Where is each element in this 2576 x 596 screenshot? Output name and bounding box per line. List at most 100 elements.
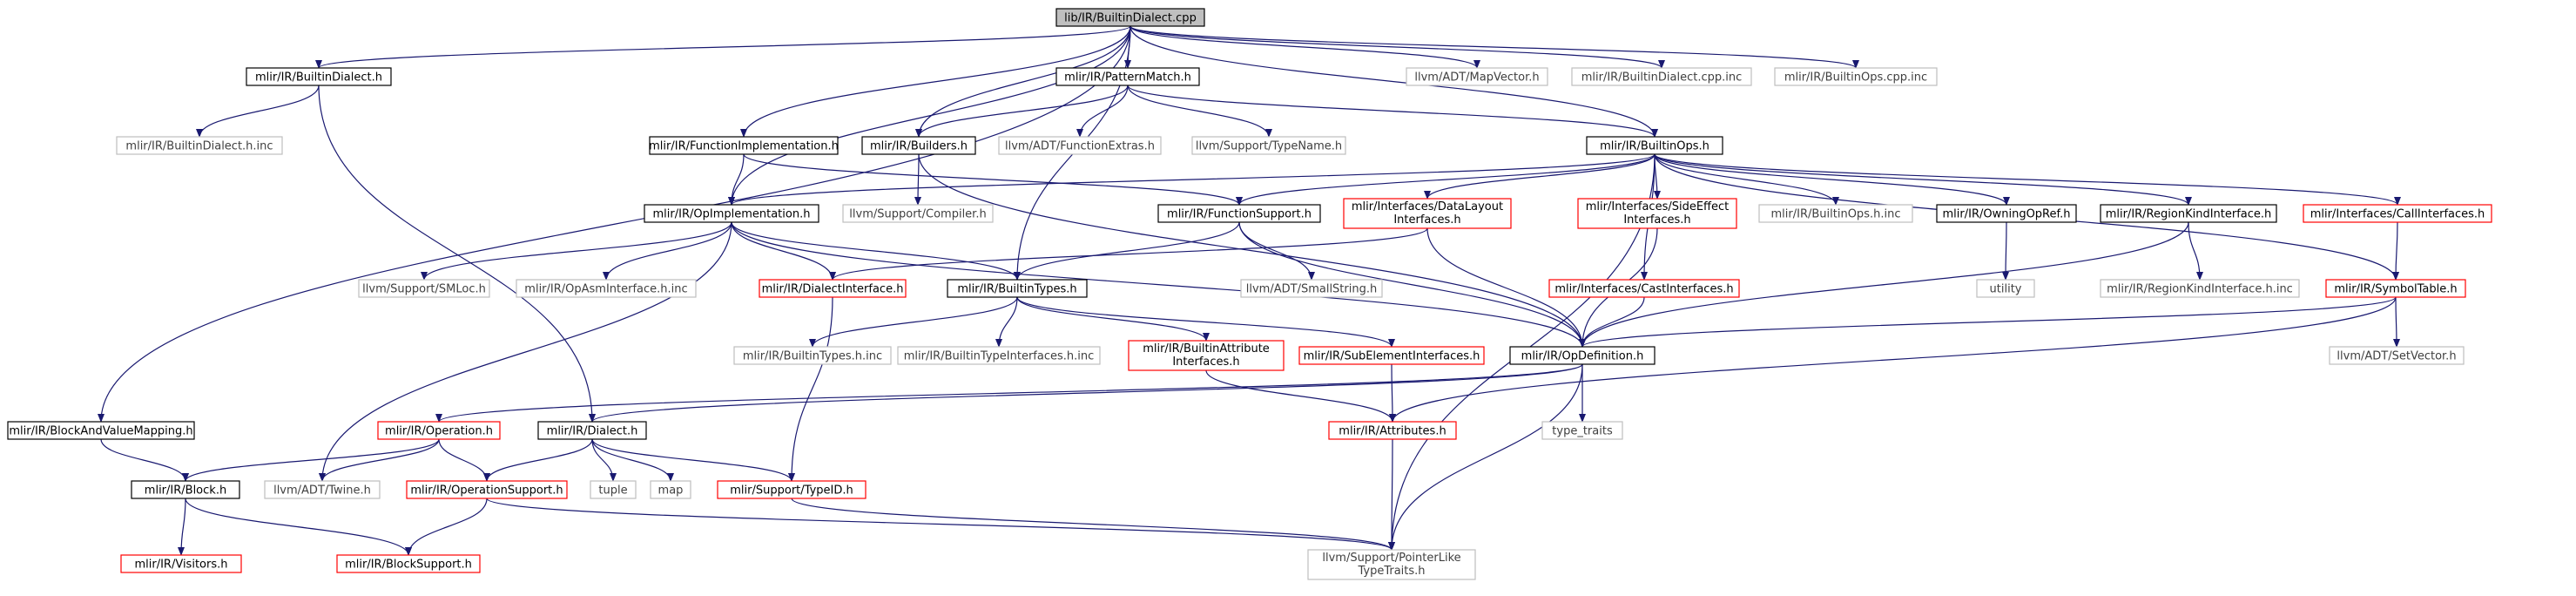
node-label: map (658, 484, 684, 498)
edge-operation_h-to-twine_h (319, 438, 440, 482)
node-label: mlir/IR/FunctionImplementation.h (649, 140, 839, 153)
node-regionkindinterface-h-inc: mlir/IR/RegionKindInterface.h.inc (2100, 279, 2300, 298)
node-operationsupport-h[interactable]: mlir/IR/OperationSupport.h (406, 480, 568, 499)
node-type-traits: type_traits (1541, 421, 1623, 440)
node-label: mlir/IR/BuiltinOps.h.inc (1771, 208, 1901, 221)
edge-builtindialect_h-to-builtindialect_h_inc (196, 85, 320, 138)
node-box (1307, 549, 1476, 580)
node-label: lib/IR/BuiltinDialect.cpp (1064, 12, 1197, 25)
node-mapvector-h: llvm/ADT/MapVector.h (1406, 67, 1548, 86)
node-builtinops-cpp-inc: mlir/IR/BuiltinOps.cpp.inc (1774, 67, 1938, 86)
node-box (516, 279, 697, 298)
node-box (1509, 346, 1656, 365)
node-label: llvm/ADT/SmallString.h (1246, 283, 1377, 296)
node-visitors-h[interactable]: mlir/IR/Visitors.h (120, 554, 242, 573)
node-box (733, 346, 892, 365)
node-label: mlir/IR/FunctionSupport.h (1167, 208, 1312, 221)
edge-operationsupport_h-to-blocksupport_h (405, 498, 488, 556)
node-opdefinition-h[interactable]: mlir/IR/OpDefinition.h (1509, 346, 1656, 365)
node-box (1976, 279, 2035, 298)
node-map: map (650, 480, 691, 499)
node-label: llvm/ADT/Twine.h (273, 484, 371, 498)
node-functionsupport-h[interactable]: mlir/IR/FunctionSupport.h (1157, 204, 1321, 223)
node-label: mlir/IR/BuiltinDialect.cpp.inc (1581, 71, 1743, 85)
node-opasminterface-h-inc: mlir/IR/OpAsmInterface.h.inc (516, 279, 697, 298)
node-box (2100, 279, 2300, 298)
node-typeid-h[interactable]: mlir/Support/TypeID.h (717, 480, 867, 499)
node-box (131, 480, 240, 499)
node-box (1774, 67, 1938, 86)
node-label: mlir/Interfaces/CallInterfaces.h (2310, 208, 2485, 221)
edge-block_h-to-blocksupport_h (185, 498, 412, 556)
node-dialectinterface-h[interactable]: mlir/IR/DialectInterface.h (759, 279, 907, 298)
edge-opimplementation_h-to-twine_h (319, 221, 732, 482)
node-builtindialect-h[interactable]: mlir/IR/BuiltinDialect.h (246, 67, 392, 86)
node-functionimplementation-h[interactable]: mlir/IR/FunctionImplementation.h (649, 136, 839, 155)
node-label: mlir/IR/BuiltinTypes.h.inc (743, 350, 882, 363)
node-label: mlir/IR/Block.h (145, 484, 226, 498)
node-label: mlir/IR/Builders.h (870, 140, 968, 153)
node-symboltable-h[interactable]: mlir/IR/SymbolTable.h (2325, 279, 2466, 298)
edge-attributes_h-to-pointerliketypetraits_h (1388, 438, 1396, 551)
node-box (1343, 198, 1512, 229)
node-builtintypeinterfaces-h-inc: mlir/IR/BuiltinTypeInterfaces.h.inc (897, 346, 1101, 365)
node-label: mlir/IR/BlockAndValueMapping.h (9, 425, 192, 438)
node-label: mlir/Interfaces/DataLayout (1352, 200, 1503, 213)
edge-builtintypes_h-to-subelementinterfaces_h (1016, 296, 1395, 348)
edge-opdefinition_h-to-dialect_h (589, 363, 1583, 423)
node-setvector-h: llvm/ADT/SetVector.h (2329, 346, 2465, 365)
node-builtintypes-h[interactable]: mlir/IR/BuiltinTypes.h (947, 279, 1088, 298)
node-builders-h[interactable]: mlir/IR/Builders.h (861, 136, 976, 155)
node-label: mlir/IR/Attributes.h (1339, 425, 1446, 438)
edge-root-to-functionimplementation_h (740, 25, 1131, 138)
node-utility: utility (1976, 279, 2035, 298)
node-label: llvm/Support/SMLoc.h (362, 283, 486, 296)
edge-root-to-builtinops_cpp_inc (1130, 25, 1859, 69)
edge-datalayoutinterfaces_h-to-opdefinition_h (1426, 227, 1586, 348)
node-box (1936, 204, 2077, 223)
edge-dialect_h-to-operationsupport_h (483, 438, 593, 482)
edge-root-to-builtinops_h (1130, 25, 1658, 138)
node-dialect-h[interactable]: mlir/IR/Dialect.h (537, 421, 647, 440)
node-block-h[interactable]: mlir/IR/Block.h (131, 480, 240, 499)
node-box (537, 421, 647, 440)
edge-dialectinterface_h-to-typeid_h (788, 296, 833, 482)
node-functionextras-h: llvm/ADT/FunctionExtras.h (998, 136, 1162, 155)
node-label: llvm/ADT/SetVector.h (2337, 350, 2456, 363)
node-blocksupport-h[interactable]: mlir/IR/BlockSupport.h (336, 554, 481, 573)
node-label: mlir/IR/Visitors.h (134, 559, 227, 572)
node-label: type_traits (1552, 425, 1613, 438)
edge-opimplementation_h-to-opdefinition_h (731, 221, 1586, 348)
node-opimplementation-h[interactable]: mlir/IR/OpImplementation.h (644, 204, 819, 223)
edge-operation_h-to-block_h (182, 438, 440, 482)
edge-dialect_h-to-tuple (591, 438, 617, 482)
node-box (246, 67, 392, 86)
node-owningopref-h[interactable]: mlir/IR/OwningOpRef.h (1936, 204, 2077, 223)
edge-builtindialect_h-to-dialect_h (318, 85, 596, 423)
node-patternmatch-h[interactable]: mlir/IR/PatternMatch.h (1055, 67, 1200, 86)
edge-builtinops_h-to-datalayoutinterfaces_h (1424, 153, 1656, 200)
node-label: mlir/IR/BuiltinDialect.h.inc (125, 140, 273, 153)
node-callinterfaces-h[interactable]: mlir/Interfaces/CallInterfaces.h (2303, 204, 2492, 223)
node-blockandvaluemapping-h[interactable]: mlir/IR/BlockAndValueMapping.h (7, 421, 195, 440)
node-subelementinterfaces-h[interactable]: mlir/IR/SubElementInterfaces.h (1298, 346, 1485, 365)
node-label: mlir/IR/Dialect.h (547, 425, 638, 438)
node-regionkindinterface-h[interactable]: mlir/IR/RegionKindInterface.h (2100, 204, 2277, 223)
edge-functionsupport_h-to-builtintypes_h (1014, 221, 1240, 281)
edge-builtintypes_h-to-builtinattributeinterfaces_h (1016, 296, 1210, 342)
node-box (644, 204, 819, 223)
edge-opimplementation_h-to-opasminterface_h_inc (603, 221, 732, 281)
node-builtinops-h[interactable]: mlir/IR/BuiltinOps.h (1586, 136, 1723, 155)
node-castinterfaces-h[interactable]: mlir/Interfaces/CastInterfaces.h (1548, 279, 1740, 298)
node-box (1586, 136, 1723, 155)
edge-opimplementation_h-to-smloc_h (421, 221, 732, 281)
node-box (998, 136, 1162, 155)
edge-dialect_h-to-typeid_h (591, 438, 795, 482)
node-operation-h[interactable]: mlir/IR/Operation.h (377, 421, 501, 440)
node-box (1758, 204, 1913, 223)
node-attributes-h[interactable]: mlir/IR/Attributes.h (1328, 421, 1457, 440)
